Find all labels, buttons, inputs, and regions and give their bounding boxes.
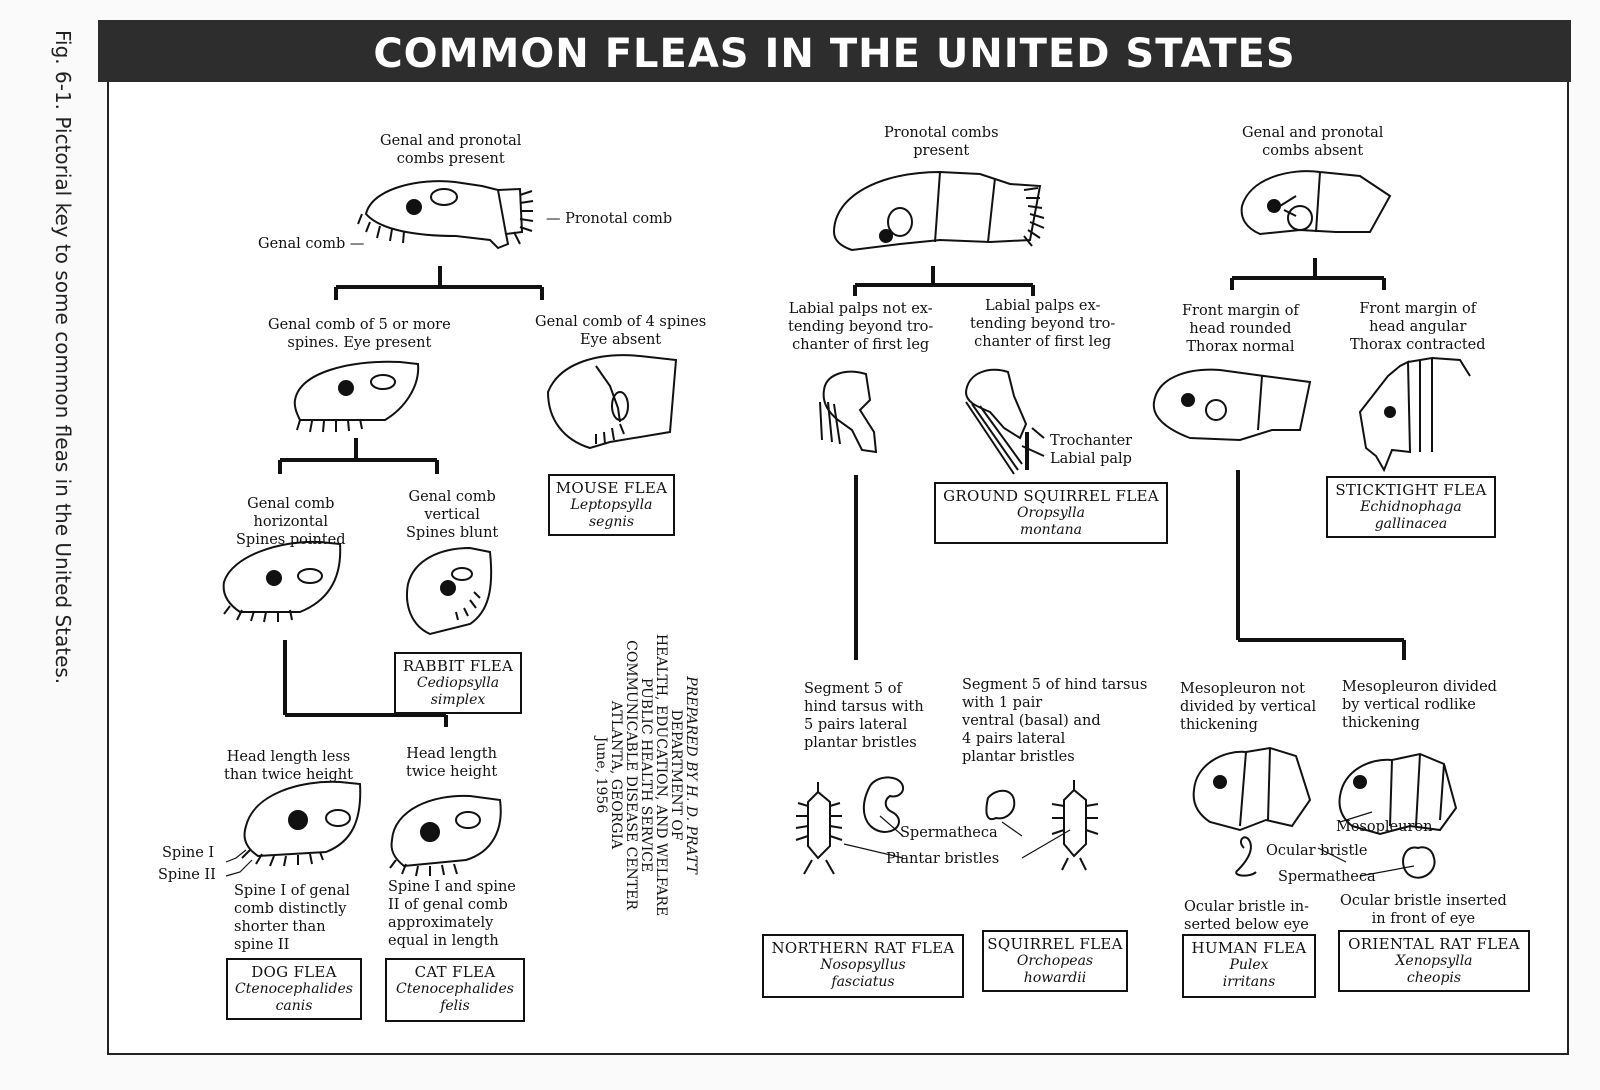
flea-tarsus-1pair	[1051, 780, 1099, 871]
label-spine-1: Spine I	[162, 845, 215, 861]
label-mesopleuron: Mesopleuron	[1336, 819, 1433, 835]
flea-head-pronotal-combs	[832, 170, 1045, 252]
flea-head-angular	[1358, 356, 1471, 473]
page-title: COMMON FLEAS IN THE UNITED STATES	[98, 20, 1571, 82]
branch-horizontal	[283, 640, 448, 727]
branch-top-left	[334, 266, 544, 300]
label-spine-2: Spine II	[158, 867, 216, 883]
flea-thorax-oriental	[1338, 752, 1458, 836]
flea-head-cat	[389, 794, 502, 877]
flea-head-genal-pronotal	[357, 180, 534, 250]
label-ocular-below: Ocular bristle in-serted below eye	[1184, 899, 1309, 933]
leader-lines	[225, 811, 1415, 877]
flea-tarsus-5pairs	[795, 782, 843, 875]
flea-head-genal-5	[293, 360, 420, 433]
flea-head-vertical	[406, 546, 493, 636]
branch-genal-5	[278, 438, 439, 474]
spermatheca-drawings	[862, 776, 1436, 879]
branch-rounded	[1236, 470, 1406, 660]
label-genal-comb: Genal comb —	[258, 236, 365, 252]
label-spermatheca-2: Spermatheca	[1278, 869, 1376, 885]
label-labial-palp: Labial palp	[1050, 451, 1132, 467]
label-spermatheca: Spermatheca	[900, 825, 998, 841]
label-labial-not-extending: Labial palps not ex-tending beyond tro-c…	[788, 301, 934, 353]
flea-head-rounded	[1152, 368, 1312, 442]
flea-labial-ext	[964, 368, 1045, 475]
flea-drawings	[222, 170, 1471, 879]
credit-block: PREPARED BY H. D. PRATT DEPARTMENT OF HE…	[593, 633, 699, 917]
flea-head-genal-4	[546, 354, 678, 450]
branch-pronotal	[853, 266, 1035, 296]
label-labial-extending: Labial palps ex-tending beyond tro-chant…	[970, 298, 1116, 350]
branch-lines	[278, 258, 1406, 727]
label-plantar-bristles: Plantar bristles	[886, 851, 1000, 867]
label-ocular-bristle: Ocular bristle	[1266, 843, 1368, 859]
flea-labial-not-ext	[819, 370, 878, 454]
flea-head-absent	[1240, 170, 1392, 236]
label-trochanter: Trochanter	[1050, 433, 1133, 449]
flea-head-horizontal	[222, 540, 342, 623]
flea-thorax-human	[1192, 746, 1312, 832]
label-pronotal-comb: — Pronotal comb	[546, 211, 673, 227]
flea-head-dog	[241, 780, 362, 867]
key-frame	[107, 20, 1569, 1055]
branch-genal-absent	[1230, 258, 1386, 290]
